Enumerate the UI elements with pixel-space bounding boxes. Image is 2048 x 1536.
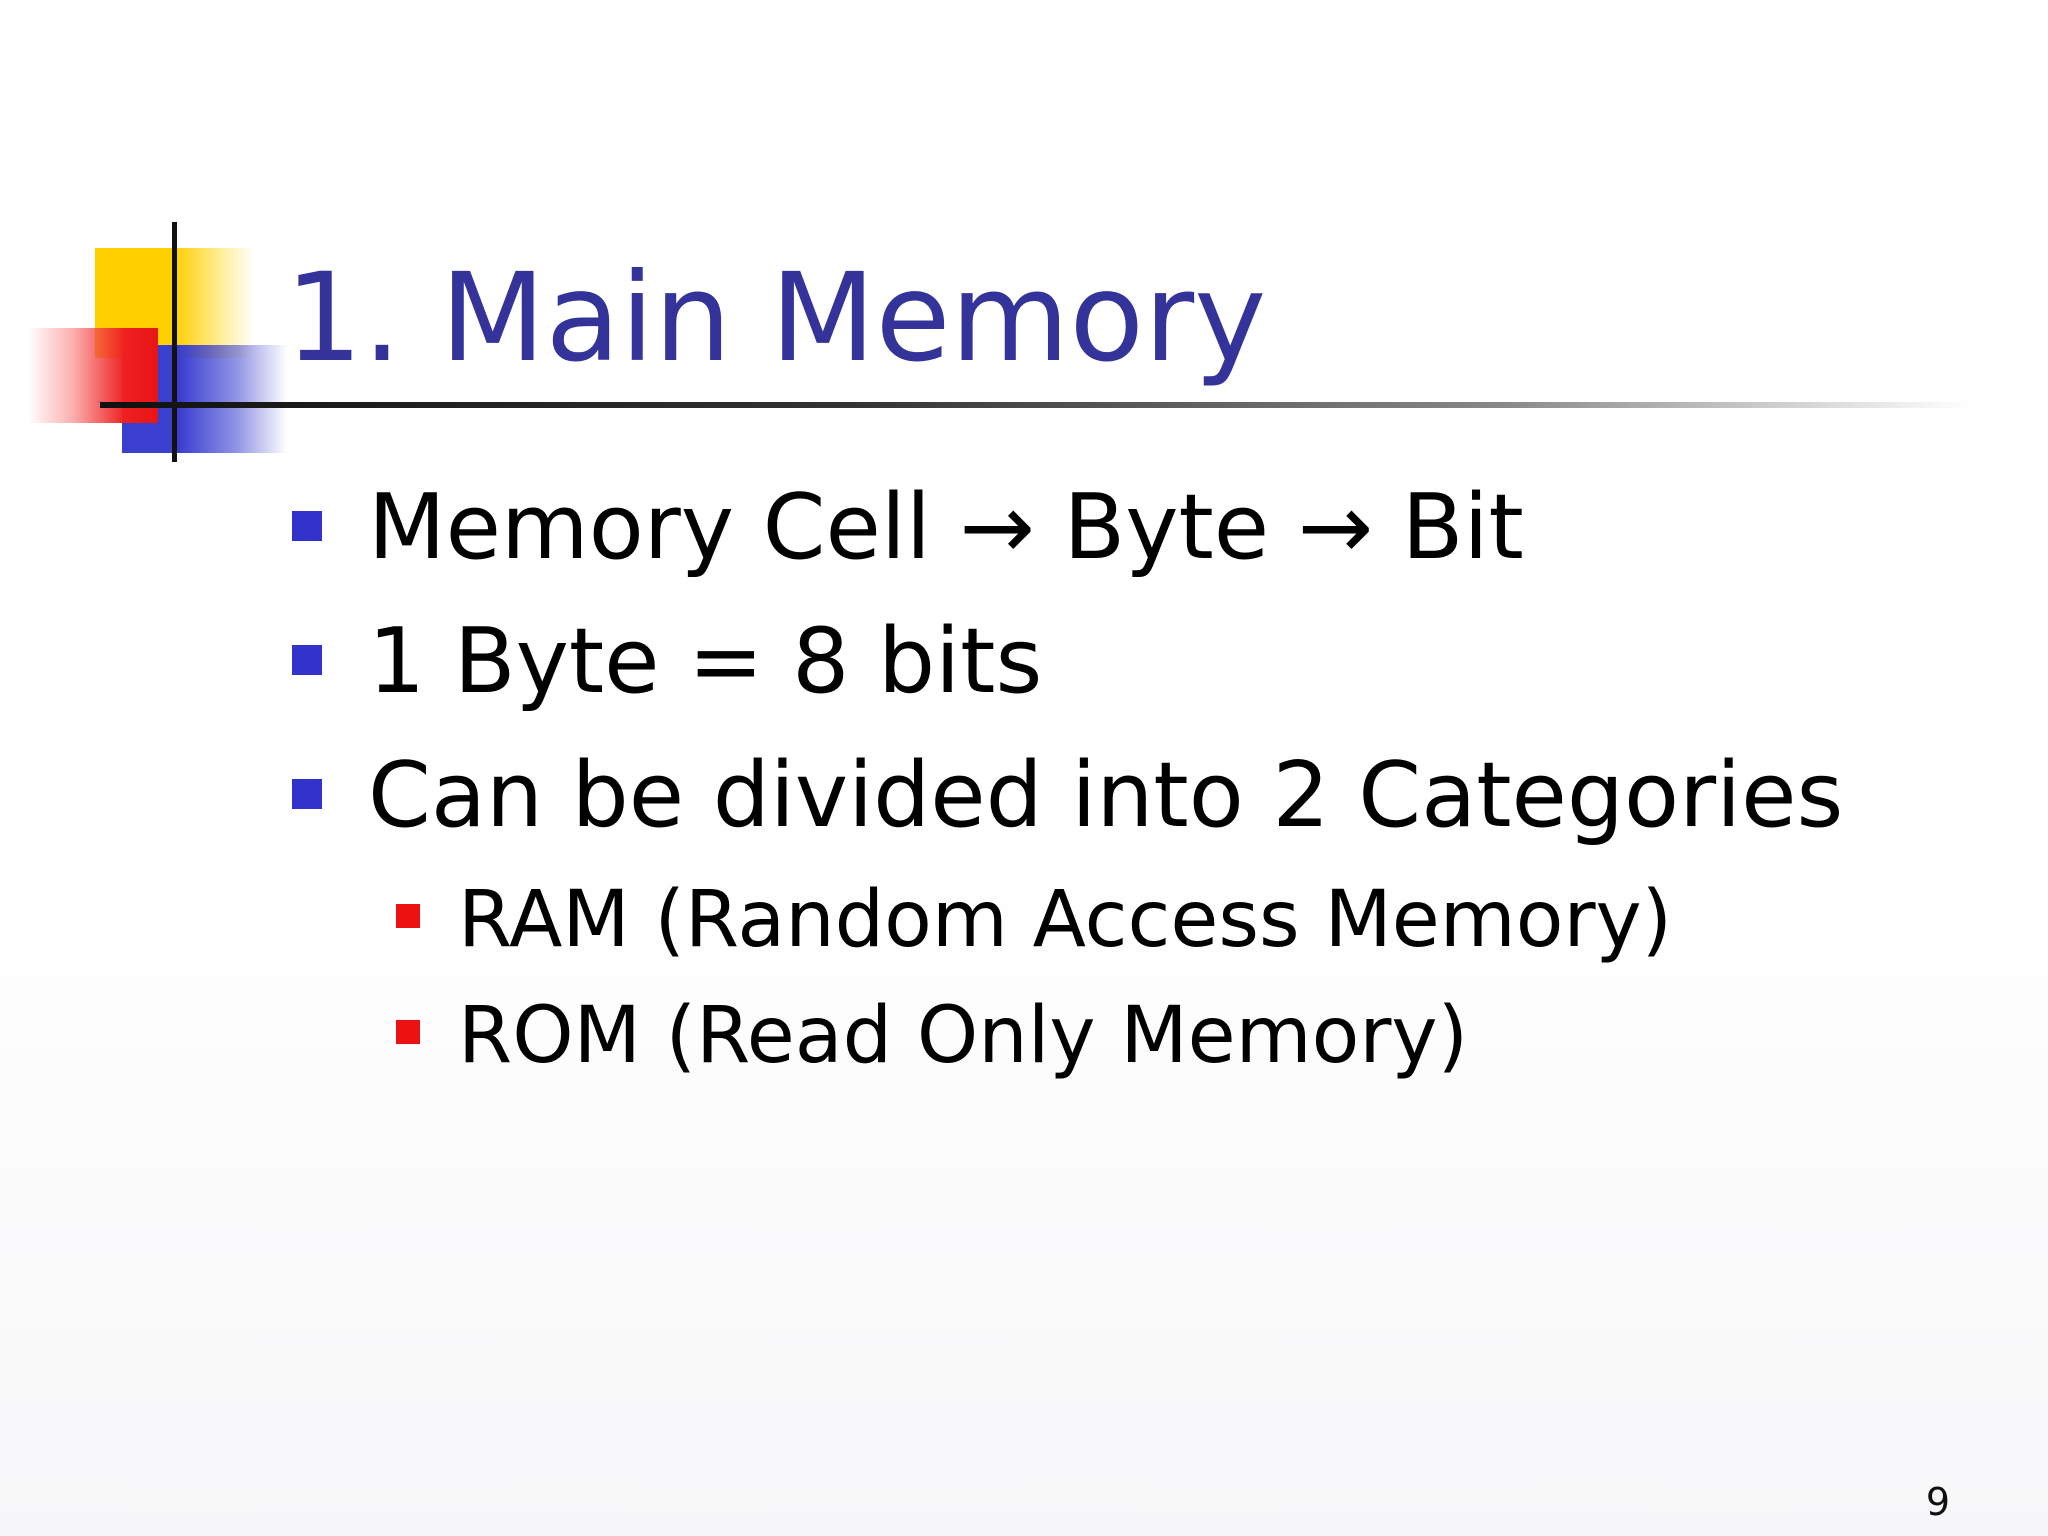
sub-bullet-text: RAM (Random Access Memory) xyxy=(458,875,1673,965)
square-sub-bullet-icon xyxy=(396,1020,420,1044)
bullet-text: Can be divided into 2 Categories xyxy=(368,743,1844,848)
sub-bullet-item: RAM (Random Access Memory) xyxy=(396,872,1673,968)
bullet-item: 1 Byte = 8 bits xyxy=(292,607,1043,717)
slide-title: 1. Main Memory xyxy=(285,247,1267,389)
square-bullet-icon xyxy=(292,779,322,809)
title-underline xyxy=(100,402,1970,408)
bullet-text: Memory Cell → Byte → Bit xyxy=(368,475,1524,580)
square-sub-bullet-icon xyxy=(396,904,420,928)
bullet-item: Can be divided into 2 Categories xyxy=(292,741,1844,851)
sub-bullet-item: ROM (Read Only Memory) xyxy=(396,988,1469,1084)
sub-bullet-text: ROM (Read Only Memory) xyxy=(458,991,1469,1081)
bullet-text: 1 Byte = 8 bits xyxy=(368,609,1043,714)
page-number: 9 xyxy=(1925,1480,1950,1524)
square-bullet-icon xyxy=(292,511,322,541)
logo-vertical-line xyxy=(172,222,177,462)
bullet-item: Memory Cell → Byte → Bit xyxy=(292,473,1524,583)
square-bullet-icon xyxy=(292,645,322,675)
